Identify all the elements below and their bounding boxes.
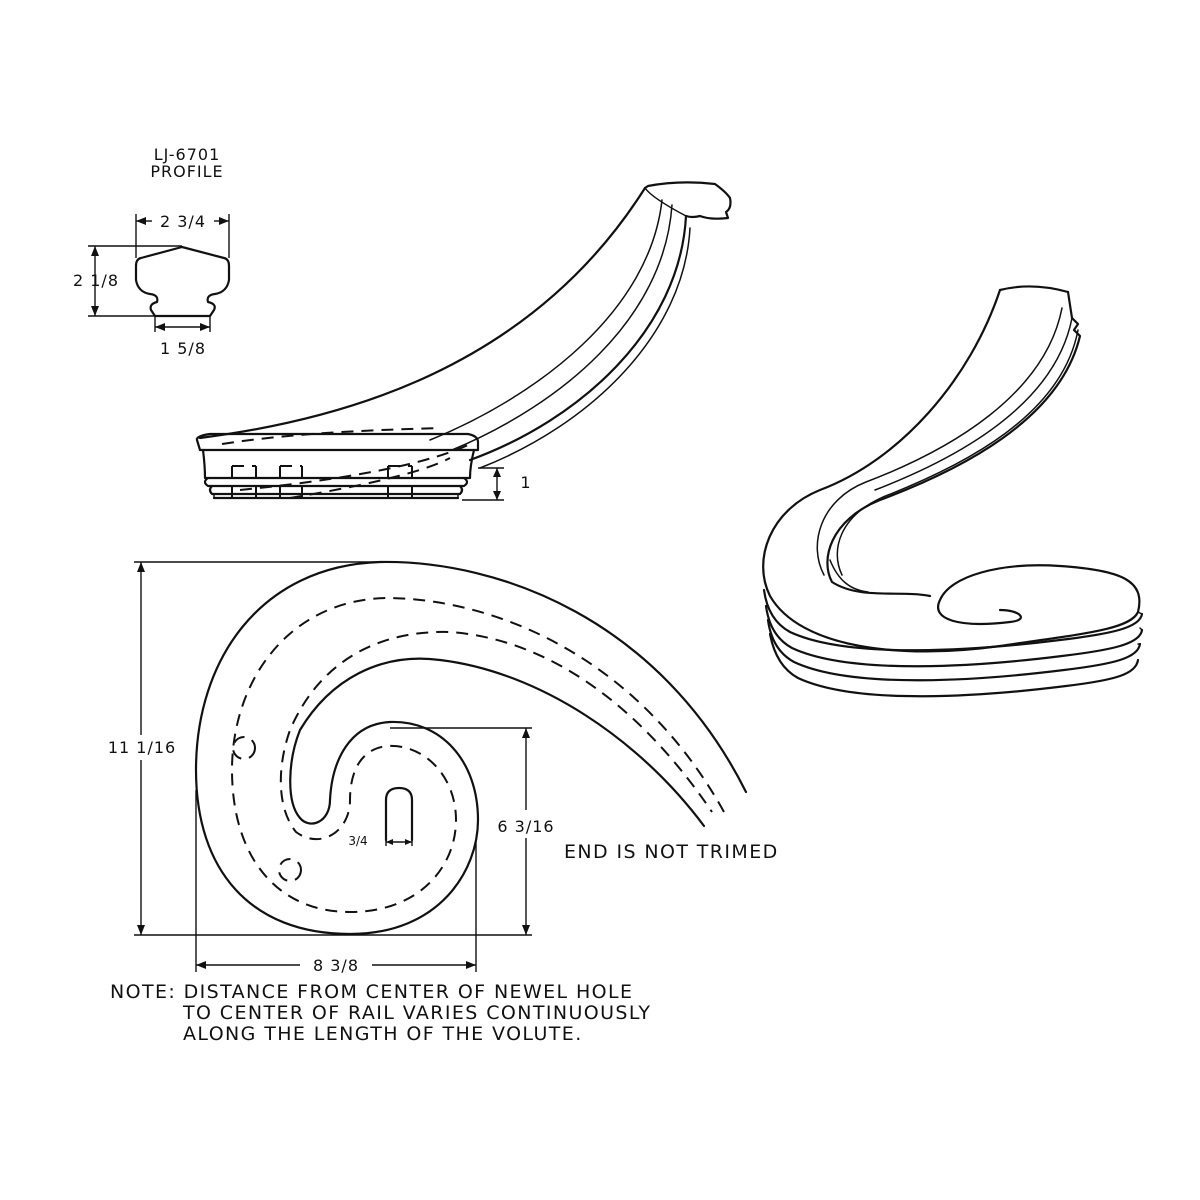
note-block: NOTE: DISTANCE FROM CENTER OF NEWEL HOLE… [110,981,651,1045]
profile-height-label: 2 1/8 [73,271,119,290]
newel-hole-lower [278,858,302,882]
end-not-trimmed-callout: END IS NOT TRIMED [564,841,779,863]
newel-hole-upper [232,736,256,760]
plan-width-label: 8 3/8 [313,956,359,975]
profile-bottom-width-label: 1 5/8 [160,339,206,358]
profile-top-width-label: 2 3/4 [160,212,206,231]
isometric-view [762,285,1144,698]
profile-part-number: LJ-6701 [154,145,221,164]
newel-slot-label: 3/4 [348,834,367,848]
profile-outline [134,245,231,318]
plan-view: 3/4 11 1/16 6 3/16 8 3/8 END IS NOT TRIM… [108,560,779,975]
plan-overall-height-label: 11 1/16 [108,738,176,757]
plan-inner-height-label: 6 3/16 [497,817,554,836]
note-line-3: ALONG THE LENGTH OF THE VOLUTE. [183,1023,583,1045]
side-cap-height-label: 1 [520,473,531,492]
side-view: 1 [195,181,732,501]
note-line-2: TO CENTER OF RAIL VARIES CONTINUOUSLY [182,1002,651,1024]
profile-title: PROFILE [150,162,223,181]
profile-section: LJ-6701 PROFILE 2 3/4 2 1/8 1 5/8 [73,145,231,358]
note-line-1: NOTE: DISTANCE FROM CENTER OF NEWEL HOLE [110,981,633,1003]
